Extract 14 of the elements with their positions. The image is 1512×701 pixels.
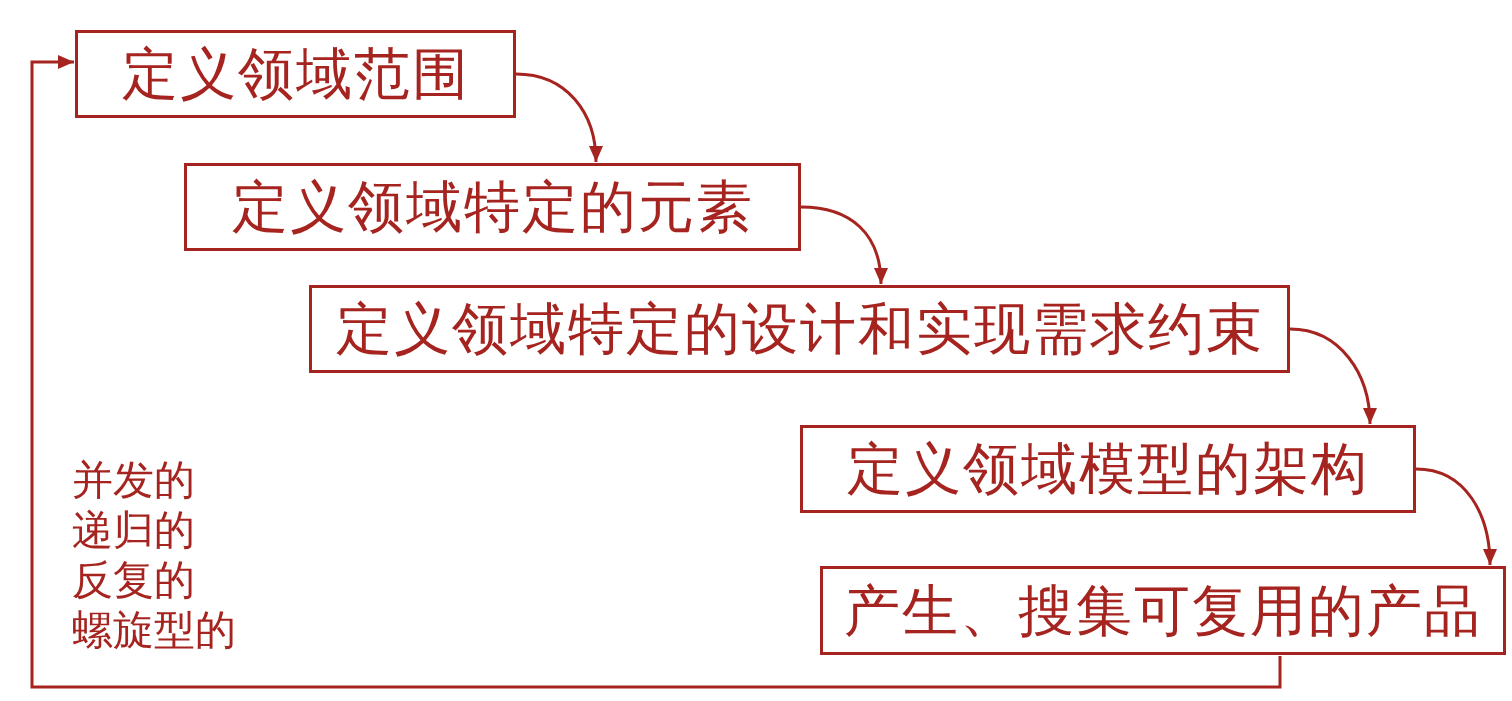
curved-arrow <box>800 205 888 285</box>
property-label: 并发的 <box>72 456 195 504</box>
curved-arrow <box>1289 327 1377 425</box>
step-box: 产生、搜集可复用的产品 <box>820 566 1506 655</box>
curved-arrow <box>515 72 603 163</box>
feedback-arrow <box>30 55 1282 689</box>
curved-arrow <box>1415 467 1497 566</box>
property-label: 反复的 <box>72 556 195 604</box>
property-label: 螺旋型的 <box>72 606 236 654</box>
property-label: 递归的 <box>72 506 195 554</box>
step-box: 定义领域范围 <box>75 30 516 118</box>
step-box: 定义领域模型的架构 <box>800 425 1416 513</box>
step-box: 定义领域特定的元素 <box>184 163 801 251</box>
step-box: 定义领域特定的设计和实现需求约束 <box>309 285 1290 373</box>
